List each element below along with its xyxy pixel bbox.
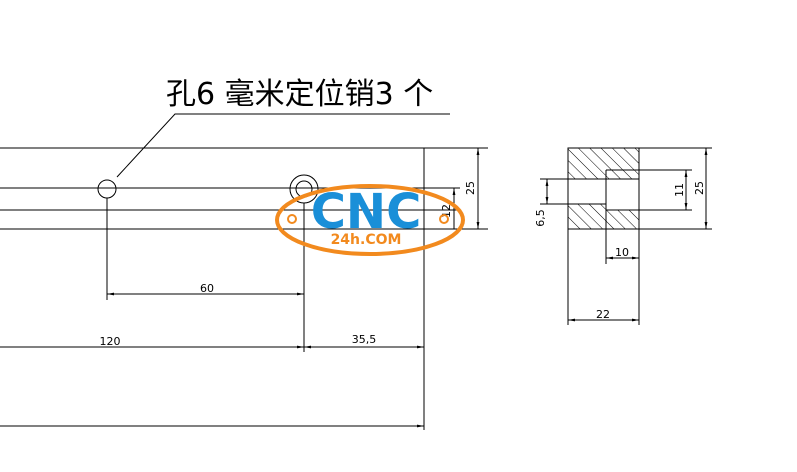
dim-text-11: 11	[673, 183, 686, 197]
logo-dot-right	[439, 214, 449, 224]
dim-text-60: 60	[200, 282, 214, 295]
logo-ring	[275, 184, 465, 256]
dim-text-25-right: 25	[693, 181, 706, 195]
cnc-logo-watermark: CNC 24h.COM	[275, 184, 465, 256]
hatch-bottom-left	[567, 203, 607, 230]
dim-text-10: 10	[615, 246, 629, 259]
logo-dot-left	[287, 214, 297, 224]
logo-sub-text: 24h.COM	[331, 232, 402, 248]
section-view	[540, 147, 712, 325]
hatch-bottom-right	[605, 209, 640, 230]
front-view	[0, 113, 488, 430]
section-outline	[567, 147, 640, 230]
dim-text-120: 120	[100, 335, 121, 348]
hatch-top	[567, 147, 640, 180]
leader-line	[116, 113, 450, 178]
hole-left	[97, 179, 117, 199]
annotation-text: 孔6 毫米定位销3 个	[166, 77, 433, 112]
dim-text-35-5: 35,5	[352, 333, 377, 346]
dim-text-6-5: 6,5	[534, 209, 547, 227]
dim-text-22: 22	[596, 308, 610, 321]
logo-main-text: CNC	[311, 184, 422, 240]
dim-text-25-left: 25	[464, 181, 477, 195]
